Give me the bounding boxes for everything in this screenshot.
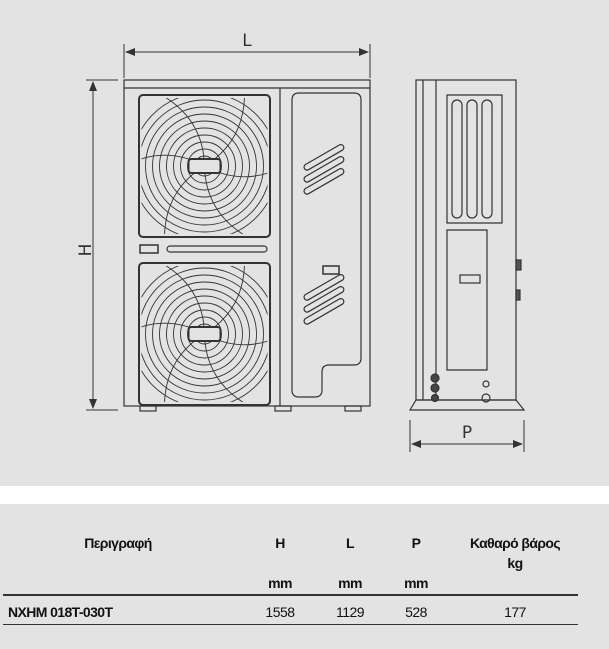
fan-hub [187,158,222,174]
height-label: H [76,244,96,257]
separator-band [0,486,609,504]
header-p: P [411,535,421,551]
weight-cell: 177 [504,604,526,620]
header-weight-unit: kg [507,555,523,571]
header-description: Περιγραφή [84,535,152,551]
l-cell: 1129 [335,604,365,620]
height-dimension [86,79,118,411]
fan-hub [187,326,222,342]
vent-slot [303,297,345,325]
front-view [123,79,371,412]
length-label: L [242,31,252,51]
vent-slot [303,155,345,183]
vent-slot [303,143,345,171]
unit-dimension-drawing: L H P [76,31,526,452]
unit-l: mm [338,575,362,591]
unit-h: mm [268,575,292,591]
depth-label: P [462,423,472,443]
header-divider [3,594,578,596]
header-l: L [346,535,355,551]
depth-dimension [409,420,525,452]
h-cell: 1558 [265,604,295,620]
unit-p: mm [404,575,428,591]
model-cell: NXHM 018T-030T [8,604,113,620]
vent-slot [303,285,345,313]
row-divider [3,624,578,625]
fan-grille-icon [141,98,268,234]
side-view [408,79,526,411]
length-dimension [123,44,371,78]
p-cell: 528 [405,604,427,620]
header-weight: Καθαρό βάρος [469,535,561,551]
vent-slot [303,167,345,195]
vent-slot [303,273,345,301]
header-h: H [275,535,285,551]
